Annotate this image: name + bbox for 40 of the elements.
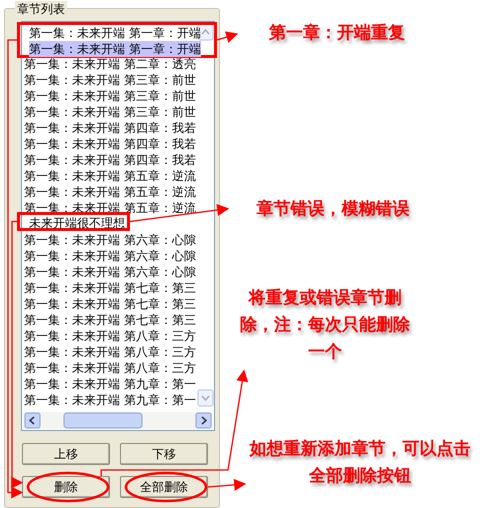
list-row: 第一集：未来开端 第二章：透亮 xyxy=(24,56,196,72)
arrow xyxy=(216,31,238,43)
action-button: 全部删除 xyxy=(120,476,208,498)
highlight-frame xyxy=(17,22,217,58)
list-row: 第一集：未来开端 第八章：三方 xyxy=(24,360,196,376)
list-row: 第一集：未来开端 第九章：第一 xyxy=(24,392,196,408)
list-row-text: 未来开端很不理想 xyxy=(29,215,126,231)
list-row: 第一集：未来开端 第四章：我若 xyxy=(24,120,196,136)
list-row: 第一集：未来开端 第三章：前世 xyxy=(24,88,196,104)
list-row: 第一集：未来开端 第七章：第三 xyxy=(24,296,196,312)
list-row: 第一集：未来开端 第六章：心隙 xyxy=(24,248,196,264)
annotation-text: 第一章：开端重复 xyxy=(237,20,437,48)
list-row: 第一集：未来开端 第六章：心隙 xyxy=(24,264,196,280)
annotation-text: 如想重新添加章节，可以点击全部删除按钮 xyxy=(245,436,475,496)
list-row: 第一集：未来开端 第八章：三方 xyxy=(24,328,196,344)
arrow xyxy=(11,220,24,489)
action-button: 上移 xyxy=(22,443,110,465)
arrow xyxy=(7,39,24,498)
group-title: 章节列表 xyxy=(15,1,67,18)
list-row: 第一集：未来开端 第三章：前世 xyxy=(24,104,196,120)
list-row: 第一集：未来开端 第四章：我若 xyxy=(24,136,196,152)
annotation-text: 章节错误，模糊错误 xyxy=(228,196,438,224)
list-row: 第一集：未来开端 第一章：开端 xyxy=(29,25,201,41)
list-row: 第一集：未来开端 第三章：前世 xyxy=(24,72,196,88)
list-row: 第一集：未来开端 第五章：逆流 xyxy=(24,168,196,184)
list-row: 第一集：未来开端 第一章：开端 xyxy=(29,41,201,57)
highlight-frame xyxy=(17,212,130,231)
list-row: 第一集：未来开端 第五章：逆流 xyxy=(24,184,196,200)
annotation-text: 将重复或错误章节删除，注：每次只能删除一个 xyxy=(235,285,415,369)
list-row: 第一集：未来开端 第六章：心隙 xyxy=(24,232,196,248)
arrow xyxy=(208,478,246,491)
list-row: 第一集：未来开端 第四章：我若 xyxy=(24,152,196,168)
list-row: 第一集：未来开端 第八章：三方 xyxy=(24,344,196,360)
arrow xyxy=(100,370,248,476)
action-button: 删除 xyxy=(22,476,110,498)
list-row: 第一集：未来开端 第七章：第三 xyxy=(24,280,196,296)
action-button: 下移 xyxy=(120,443,208,465)
arrow xyxy=(130,204,230,222)
list-row: 第一集：未来开端 第九章：第一 xyxy=(24,376,196,392)
list-row: 第一集：未来开端 第七章：第三 xyxy=(24,312,196,328)
